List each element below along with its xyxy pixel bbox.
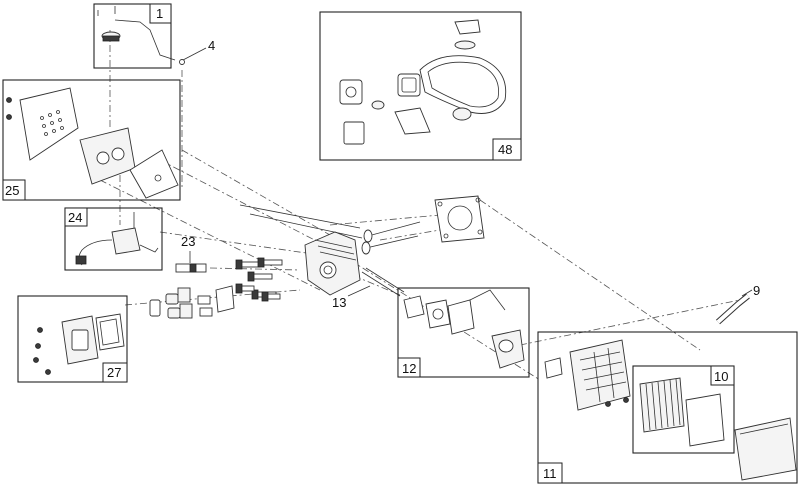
group-box-1 — [93, 3, 172, 69]
callout-label-23: 23 — [181, 234, 195, 249]
ignition-coil — [111, 227, 141, 255]
group-box-12 — [397, 287, 530, 378]
callout-label-9: 9 — [753, 283, 760, 298]
cylinder-gasket — [434, 195, 485, 243]
carb-gasket — [343, 121, 365, 145]
callout-label-25: 25 — [5, 183, 19, 198]
group-box-27 — [17, 295, 128, 383]
callout-9: 9 — [715, 283, 760, 325]
callout-4: 4 — [179, 38, 215, 65]
air-filter-cover — [734, 417, 797, 481]
head-bolts — [235, 257, 283, 300]
intake-spacer — [425, 299, 451, 329]
valve-spring-1 — [177, 287, 191, 303]
callout-box-24 — [64, 207, 88, 227]
valve-spring-2 — [179, 303, 193, 319]
cylinder-gasket-plate — [434, 195, 485, 243]
throttle-plate — [102, 35, 120, 42]
rocker-arm-bracket — [215, 285, 235, 313]
oil-seal-small — [454, 40, 476, 50]
intake-elbow — [544, 357, 563, 379]
callout-label-48: 48 — [498, 142, 512, 157]
muffler-gasket — [129, 149, 179, 199]
group-box-48 — [319, 11, 522, 161]
air-filter-housing — [569, 339, 631, 411]
pre-filter — [685, 393, 725, 447]
part-group-48: 48 — [319, 11, 522, 161]
spark-plug-boot — [75, 255, 87, 265]
valve-cover-gasket — [394, 107, 431, 135]
part-group-11: 11 — [537, 331, 798, 484]
callout-box-12 — [397, 357, 421, 378]
group-box-10 — [632, 365, 735, 454]
oil-seal-large — [452, 107, 472, 121]
callout-label-27: 27 — [107, 365, 121, 380]
callout-label-1: 1 — [156, 6, 163, 21]
callout-label-13: 13 — [332, 295, 346, 310]
throttle-cable — [114, 19, 176, 61]
callout-box-25 — [2, 179, 26, 201]
part-group-24: 24 — [64, 207, 163, 271]
part-group-1: 1 — [93, 3, 176, 69]
group-box-25 — [2, 79, 181, 201]
part-group-10: 10 — [632, 365, 735, 454]
callout-box-48 — [492, 138, 522, 161]
callout-box-27 — [102, 362, 128, 383]
group-box-11 — [537, 331, 798, 484]
part-group-12: 12 — [397, 287, 530, 378]
callout-box-10 — [710, 365, 735, 386]
callout-23: 23 — [175, 234, 207, 273]
group-box-24 — [64, 207, 163, 271]
valve-cover-gasket — [95, 313, 125, 351]
head-gasket — [397, 73, 421, 97]
callout-box-11 — [537, 462, 563, 484]
cylinder-head — [304, 231, 361, 296]
muffler-heat-shield — [19, 87, 79, 161]
callout-label-4: 4 — [208, 38, 215, 53]
callout-label-12: 12 — [402, 361, 416, 376]
callout-label-10: 10 — [714, 369, 728, 384]
callout-label-11: 11 — [543, 466, 557, 481]
part-group-25: 25 — [2, 79, 181, 201]
cover-gasket — [454, 19, 481, 35]
callout-label-24: 24 — [68, 210, 82, 225]
seal-ring — [371, 100, 385, 110]
intake-gasket — [339, 79, 363, 105]
rocker-parts — [149, 283, 281, 319]
callout-box-1 — [149, 3, 172, 24]
part-group-27: 27 — [17, 295, 128, 383]
valves — [239, 204, 421, 255]
crankcase-gasket — [419, 55, 507, 114]
